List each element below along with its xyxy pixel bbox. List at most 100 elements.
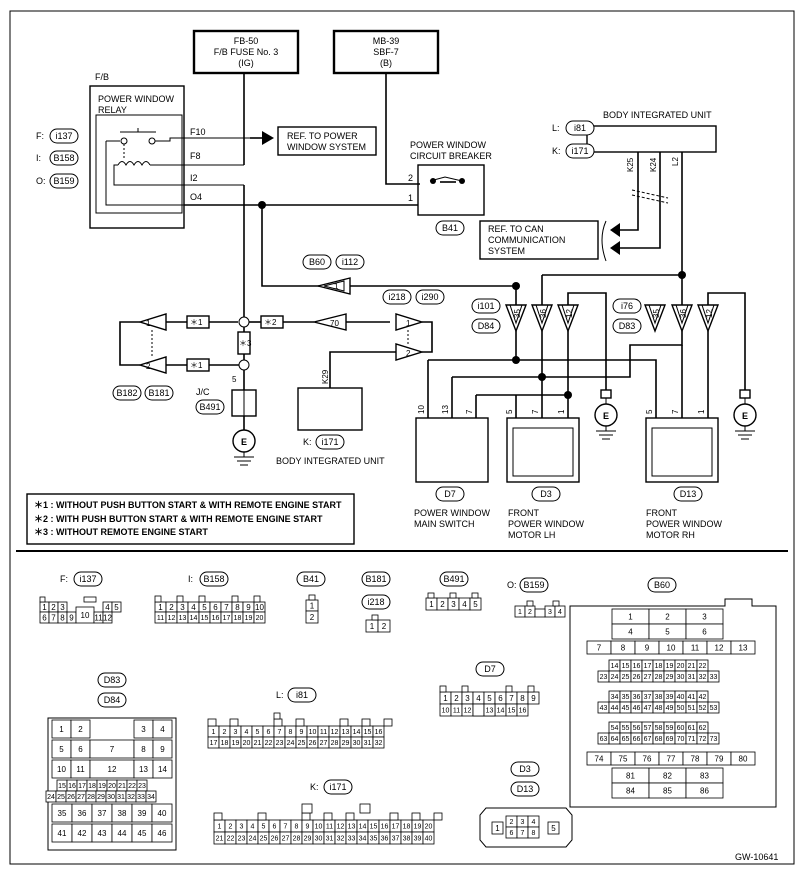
svg-text:B158: B158 [203,574,224,584]
pin-number: 17 [78,783,86,790]
svg-text:i137: i137 [79,574,96,584]
pin-number: 7 [278,729,282,736]
pin-number: 18 [88,783,96,790]
pin-cell [229,718,239,727]
pin-cell [449,592,457,599]
pin-number: 3 [141,725,146,734]
pin-number: 36 [78,809,87,818]
pin-number: 23 [600,674,608,681]
svg-text:B159: B159 [53,176,74,186]
svg-text:L:: L: [276,690,284,700]
pin-number: 14 [190,615,198,622]
svg-text:(B): (B) [380,58,392,68]
pin-number: 6 [510,830,514,837]
pin-number: 80 [739,754,748,763]
pin-number: 11 [320,729,327,736]
pin-number: 76 [643,754,652,763]
pin-number: 11 [453,708,460,715]
pin-number: 2 [51,603,56,612]
pin-number: 6 [702,627,707,636]
pin-cell [323,812,333,821]
pin-number: 1 [628,612,633,621]
pin-number: 1 [218,824,222,831]
pin-number: 53 [710,705,718,712]
pin-cell [152,739,173,759]
pin-number: 40 [425,836,433,843]
svg-text:POWER WINDOW: POWER WINDOW [508,519,584,529]
pin-cell [308,594,316,601]
pin-number: 64 [611,736,619,743]
svg-text:12: 12 [565,309,574,318]
svg-text:FB-50: FB-50 [234,36,259,46]
power-window-main-switch: 10 13 7 D7 POWER WINDOW MAIN SWITCH [414,405,490,529]
pin-number: 20 [677,663,685,670]
pin-number: 2 [229,824,233,831]
svg-text:F/B FUSE No. 3: F/B FUSE No. 3 [214,47,279,57]
pin-number: 31 [117,794,125,801]
pin-number: 31 [326,836,334,843]
pin-number: 27 [644,674,652,681]
ref-can-box: REF. TO CAN COMMUNICATION SYSTEM [479,220,599,260]
svg-text:F:: F: [60,574,68,584]
pin-number: 15 [622,663,630,670]
connector-b182-pin1 [137,313,167,331]
pin-number: 5 [114,603,119,612]
svg-text:D83: D83 [619,321,636,331]
pin-cell [198,595,206,603]
pin-number: 33 [348,836,356,843]
pin-number: 3 [60,603,65,612]
svg-text:BODY INTEGRATED UNIT: BODY INTEGRATED UNIT [603,110,712,120]
svg-text:BODY INTEGRATED UNIT: BODY INTEGRATED UNIT [276,456,385,466]
pin-number: 16 [375,729,383,736]
pin-number: 75 [619,754,628,763]
pin-number: 37 [644,694,652,701]
pin-number: 52 [699,705,707,712]
svg-text:B60: B60 [309,257,325,267]
pin-cell [483,703,496,717]
svg-text:＊1 : WITHOUT PUSH BUTTON STAR: ＊1 : WITHOUT PUSH BUTTON START & WITH RE… [34,500,342,510]
pin-number: 17 [223,615,231,622]
pin-cell [471,592,479,599]
svg-text:13: 13 [441,405,450,414]
svg-text:E: E [241,437,247,447]
left-connector-labels: F: i137 I: B158 O: B159 [36,128,79,189]
svg-text:O:: O: [507,580,517,590]
pin-number: 70 [677,736,685,743]
pin-number: 29 [342,740,350,747]
pin-number: 4 [628,627,633,636]
pin-number: 2 [665,612,670,621]
svg-text:＊2: ＊2 [264,318,277,327]
pin-number: 35 [370,836,378,843]
pin-number: 24 [611,674,619,681]
pin-cell [472,703,485,717]
pin-number: 3 [234,729,238,736]
pin-number: 56 [633,725,641,732]
pin-number: 8 [532,830,536,837]
pin-number: 23 [276,740,284,747]
svg-text:MB-39: MB-39 [373,36,400,46]
pin-number: 10 [81,611,90,620]
pin-number: 12 [108,765,117,774]
pin-cell [301,803,313,814]
svg-text:5: 5 [505,409,514,414]
pin-cell [554,605,566,618]
svg-text:D84: D84 [104,695,121,705]
pin-cell [371,614,379,621]
pin-number: 39 [666,694,674,701]
pin-number: 1 [518,609,522,616]
pin-cell [39,596,46,603]
svg-text:i101: i101 [477,301,494,311]
svg-text:B158: B158 [53,153,74,163]
svg-text:B60: B60 [654,580,670,590]
pin-number: 14 [611,663,619,670]
svg-text:36: 36 [679,309,688,318]
pin-number: 8 [295,824,299,831]
pin-number: 16 [381,824,389,831]
pin-number: 18 [403,824,411,831]
svg-text:i171: i171 [321,437,338,447]
pin-number: 78 [691,754,700,763]
pin-number: 66 [633,736,641,743]
svg-text:D84: D84 [478,321,495,331]
